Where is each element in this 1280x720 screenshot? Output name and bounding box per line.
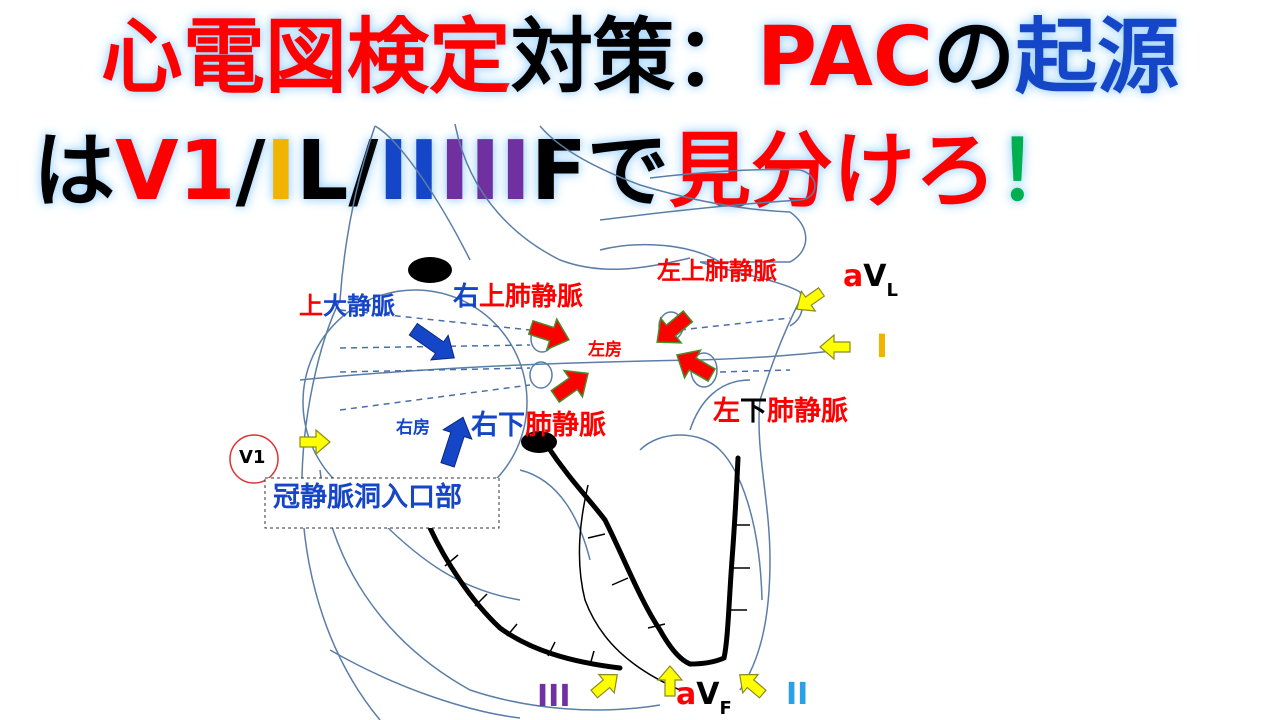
arrow-ii: [739, 673, 767, 699]
heart-outline: [299, 123, 841, 720]
blue-arrows: [408, 322, 473, 468]
v1-label: V1: [239, 447, 266, 468]
sinus-node-oval: [408, 257, 452, 283]
la-label: 左房: [588, 340, 622, 360]
title-segment: 起源: [1015, 10, 1180, 105]
arrow-cs: [440, 416, 473, 468]
lead-ii-label: II: [786, 677, 809, 712]
title-segment: で: [586, 124, 669, 219]
ra-label: 右房: [396, 418, 430, 438]
arrow-lipv: [675, 349, 717, 383]
title-segment: /: [235, 124, 266, 219]
lead-iii-label: III: [537, 679, 571, 714]
cs-label-box: [264, 477, 500, 529]
title-segment: 心電図検定: [100, 10, 511, 105]
rspv-label: 右上肺静脈: [453, 282, 584, 312]
title-segment: の: [933, 10, 1016, 105]
lspv-label: 左上肺静脈: [657, 257, 777, 285]
title-segment: PAC: [756, 10, 934, 105]
arrow-avl: [796, 287, 826, 312]
ripv-orifice: [529, 361, 553, 389]
title-segment: F: [530, 124, 587, 219]
lead-i-label: I: [876, 327, 888, 365]
arrow-svc: [408, 322, 455, 361]
v1-circle: [229, 434, 279, 484]
arrow-rspv: [527, 317, 570, 351]
arrow-iii: [590, 673, 618, 699]
avl-label: aVL: [843, 259, 898, 301]
title-segment: ！: [996, 124, 1079, 219]
arrow-i: [819, 333, 851, 361]
arrow-v1: [299, 428, 331, 456]
cs-label: 冠静脈洞入口部: [273, 482, 462, 513]
dashed-guides: [339, 309, 791, 411]
arrow-avf: [656, 665, 684, 697]
red-arrows: [527, 310, 717, 404]
title-segment: III: [439, 124, 531, 219]
title-line-1: 心電図検定対策：PACの起源: [0, 4, 1280, 112]
ripv-label: 右下肺静脈: [471, 410, 606, 441]
arrow-ripv: [550, 369, 589, 404]
title-line-2: はV1/IL/IIIIIFで見分けろ！: [0, 118, 1196, 226]
avf-label: aVF: [676, 677, 732, 719]
title-segment: 対策：: [510, 10, 757, 105]
purkinje-fibers: [444, 484, 750, 691]
title-segment: は: [33, 124, 116, 219]
title-segment: V1: [115, 124, 236, 219]
arrow-lspv: [656, 310, 694, 344]
title-segment: I: [265, 124, 297, 219]
title-segment: II: [378, 124, 440, 219]
lipv-label: 左下肺静脈: [713, 396, 848, 427]
lead-arrows: [299, 287, 851, 699]
svc-label: 上大静脈: [299, 292, 395, 320]
conduction-bundle: [427, 444, 741, 671]
title-segment: L/: [296, 124, 379, 219]
